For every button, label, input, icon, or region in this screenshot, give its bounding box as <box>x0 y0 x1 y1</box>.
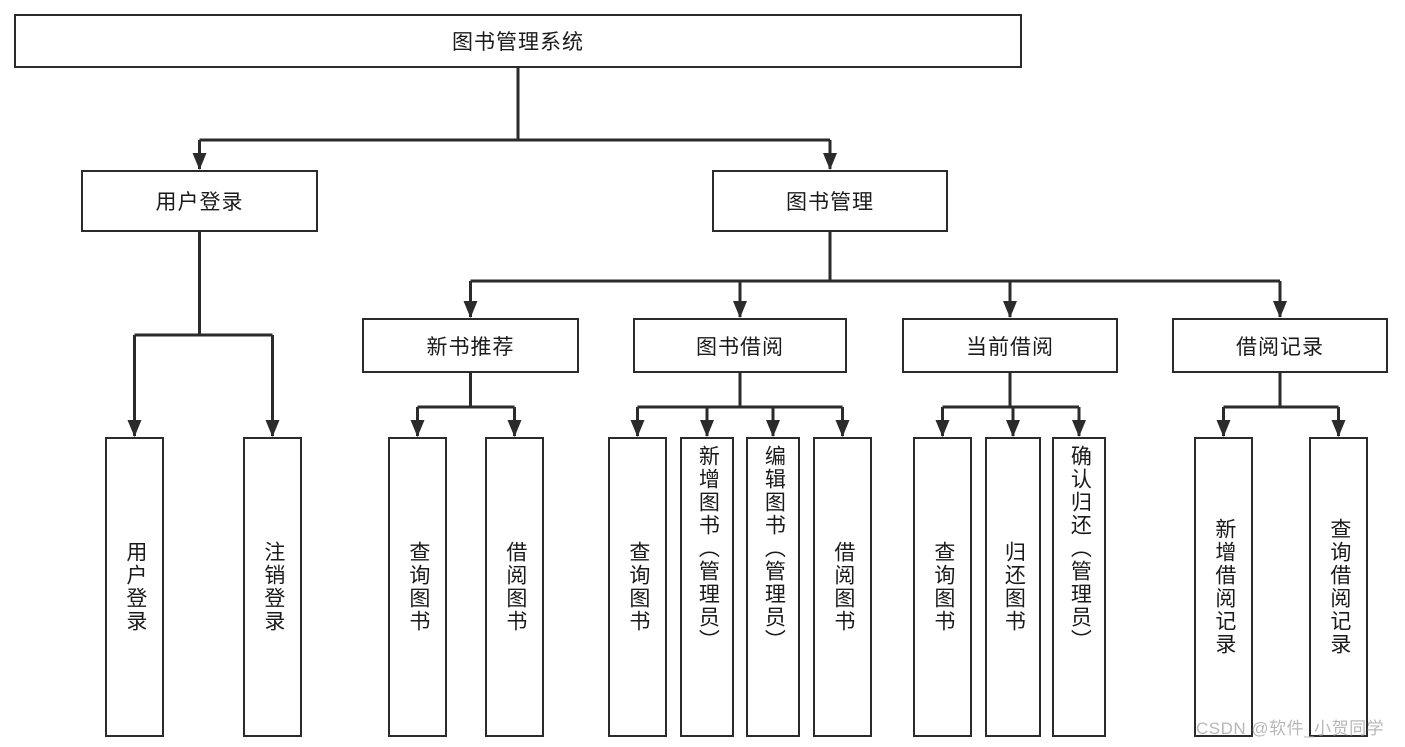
node-book-borrow[interactable]: 图书借阅 <box>633 318 847 373</box>
node-leaf-confirm-return[interactable]: 确认归还（管理员） <box>1052 437 1106 737</box>
node-label: 图书管理 <box>786 191 874 214</box>
node-label: 借阅图书 <box>831 541 855 633</box>
node-label: 查询图书 <box>931 541 955 633</box>
node-label: 图书借阅 <box>696 335 784 359</box>
node-label: 图书管理系统 <box>452 31 584 54</box>
node-label: 借阅记录 <box>1236 335 1324 359</box>
node-leaf-query-book-2[interactable]: 查询图书 <box>608 437 667 737</box>
node-leaf-query-book-1[interactable]: 查询图书 <box>388 437 447 737</box>
node-borrow-record[interactable]: 借阅记录 <box>1172 318 1388 373</box>
node-leaf-return-book[interactable]: 归还图书 <box>985 437 1041 737</box>
node-label: 当前借阅 <box>966 335 1054 359</box>
node-user-login[interactable]: 用户登录 <box>81 170 318 232</box>
node-book-manage[interactable]: 图书管理 <box>712 170 948 232</box>
node-label: 归还图书 <box>1002 541 1026 633</box>
node-root[interactable]: 图书管理系统 <box>14 14 1022 68</box>
node-label: 借阅图书 <box>503 541 527 633</box>
node-current-borrow[interactable]: 当前借阅 <box>902 318 1118 373</box>
node-leaf-user-logout[interactable]: 注销登录 <box>243 437 302 737</box>
node-label: 新增借阅记录 <box>1212 518 1236 656</box>
node-label: 确认归还（管理员） <box>1068 445 1092 652</box>
node-label: 新书推荐 <box>426 335 515 359</box>
node-label: 查询图书 <box>626 541 650 633</box>
node-label: 编辑图书（管理员） <box>762 445 786 652</box>
node-label: 用户登录 <box>155 191 244 214</box>
node-leaf-edit-book[interactable]: 编辑图书（管理员） <box>746 437 800 737</box>
node-leaf-borrow-book-1[interactable]: 借阅图书 <box>485 437 544 737</box>
node-label: 注销登录 <box>261 541 285 633</box>
node-label: 新增图书（管理员） <box>696 445 720 652</box>
node-label: 用户登录 <box>123 541 147 633</box>
watermark: CSDN @软件_小贺同学 <box>1196 719 1385 738</box>
node-leaf-query-book-3[interactable]: 查询图书 <box>913 437 972 737</box>
node-new-book-rec[interactable]: 新书推荐 <box>362 318 579 373</box>
node-leaf-add-record[interactable]: 新增借阅记录 <box>1194 437 1253 737</box>
node-leaf-query-record[interactable]: 查询借阅记录 <box>1309 437 1368 737</box>
node-leaf-borrow-book-2[interactable]: 借阅图书 <box>813 437 872 737</box>
node-label: 查询图书 <box>406 541 430 633</box>
node-leaf-add-book[interactable]: 新增图书（管理员） <box>680 437 734 737</box>
node-leaf-user-login[interactable]: 用户登录 <box>105 437 164 737</box>
node-label: 查询借阅记录 <box>1327 518 1351 656</box>
